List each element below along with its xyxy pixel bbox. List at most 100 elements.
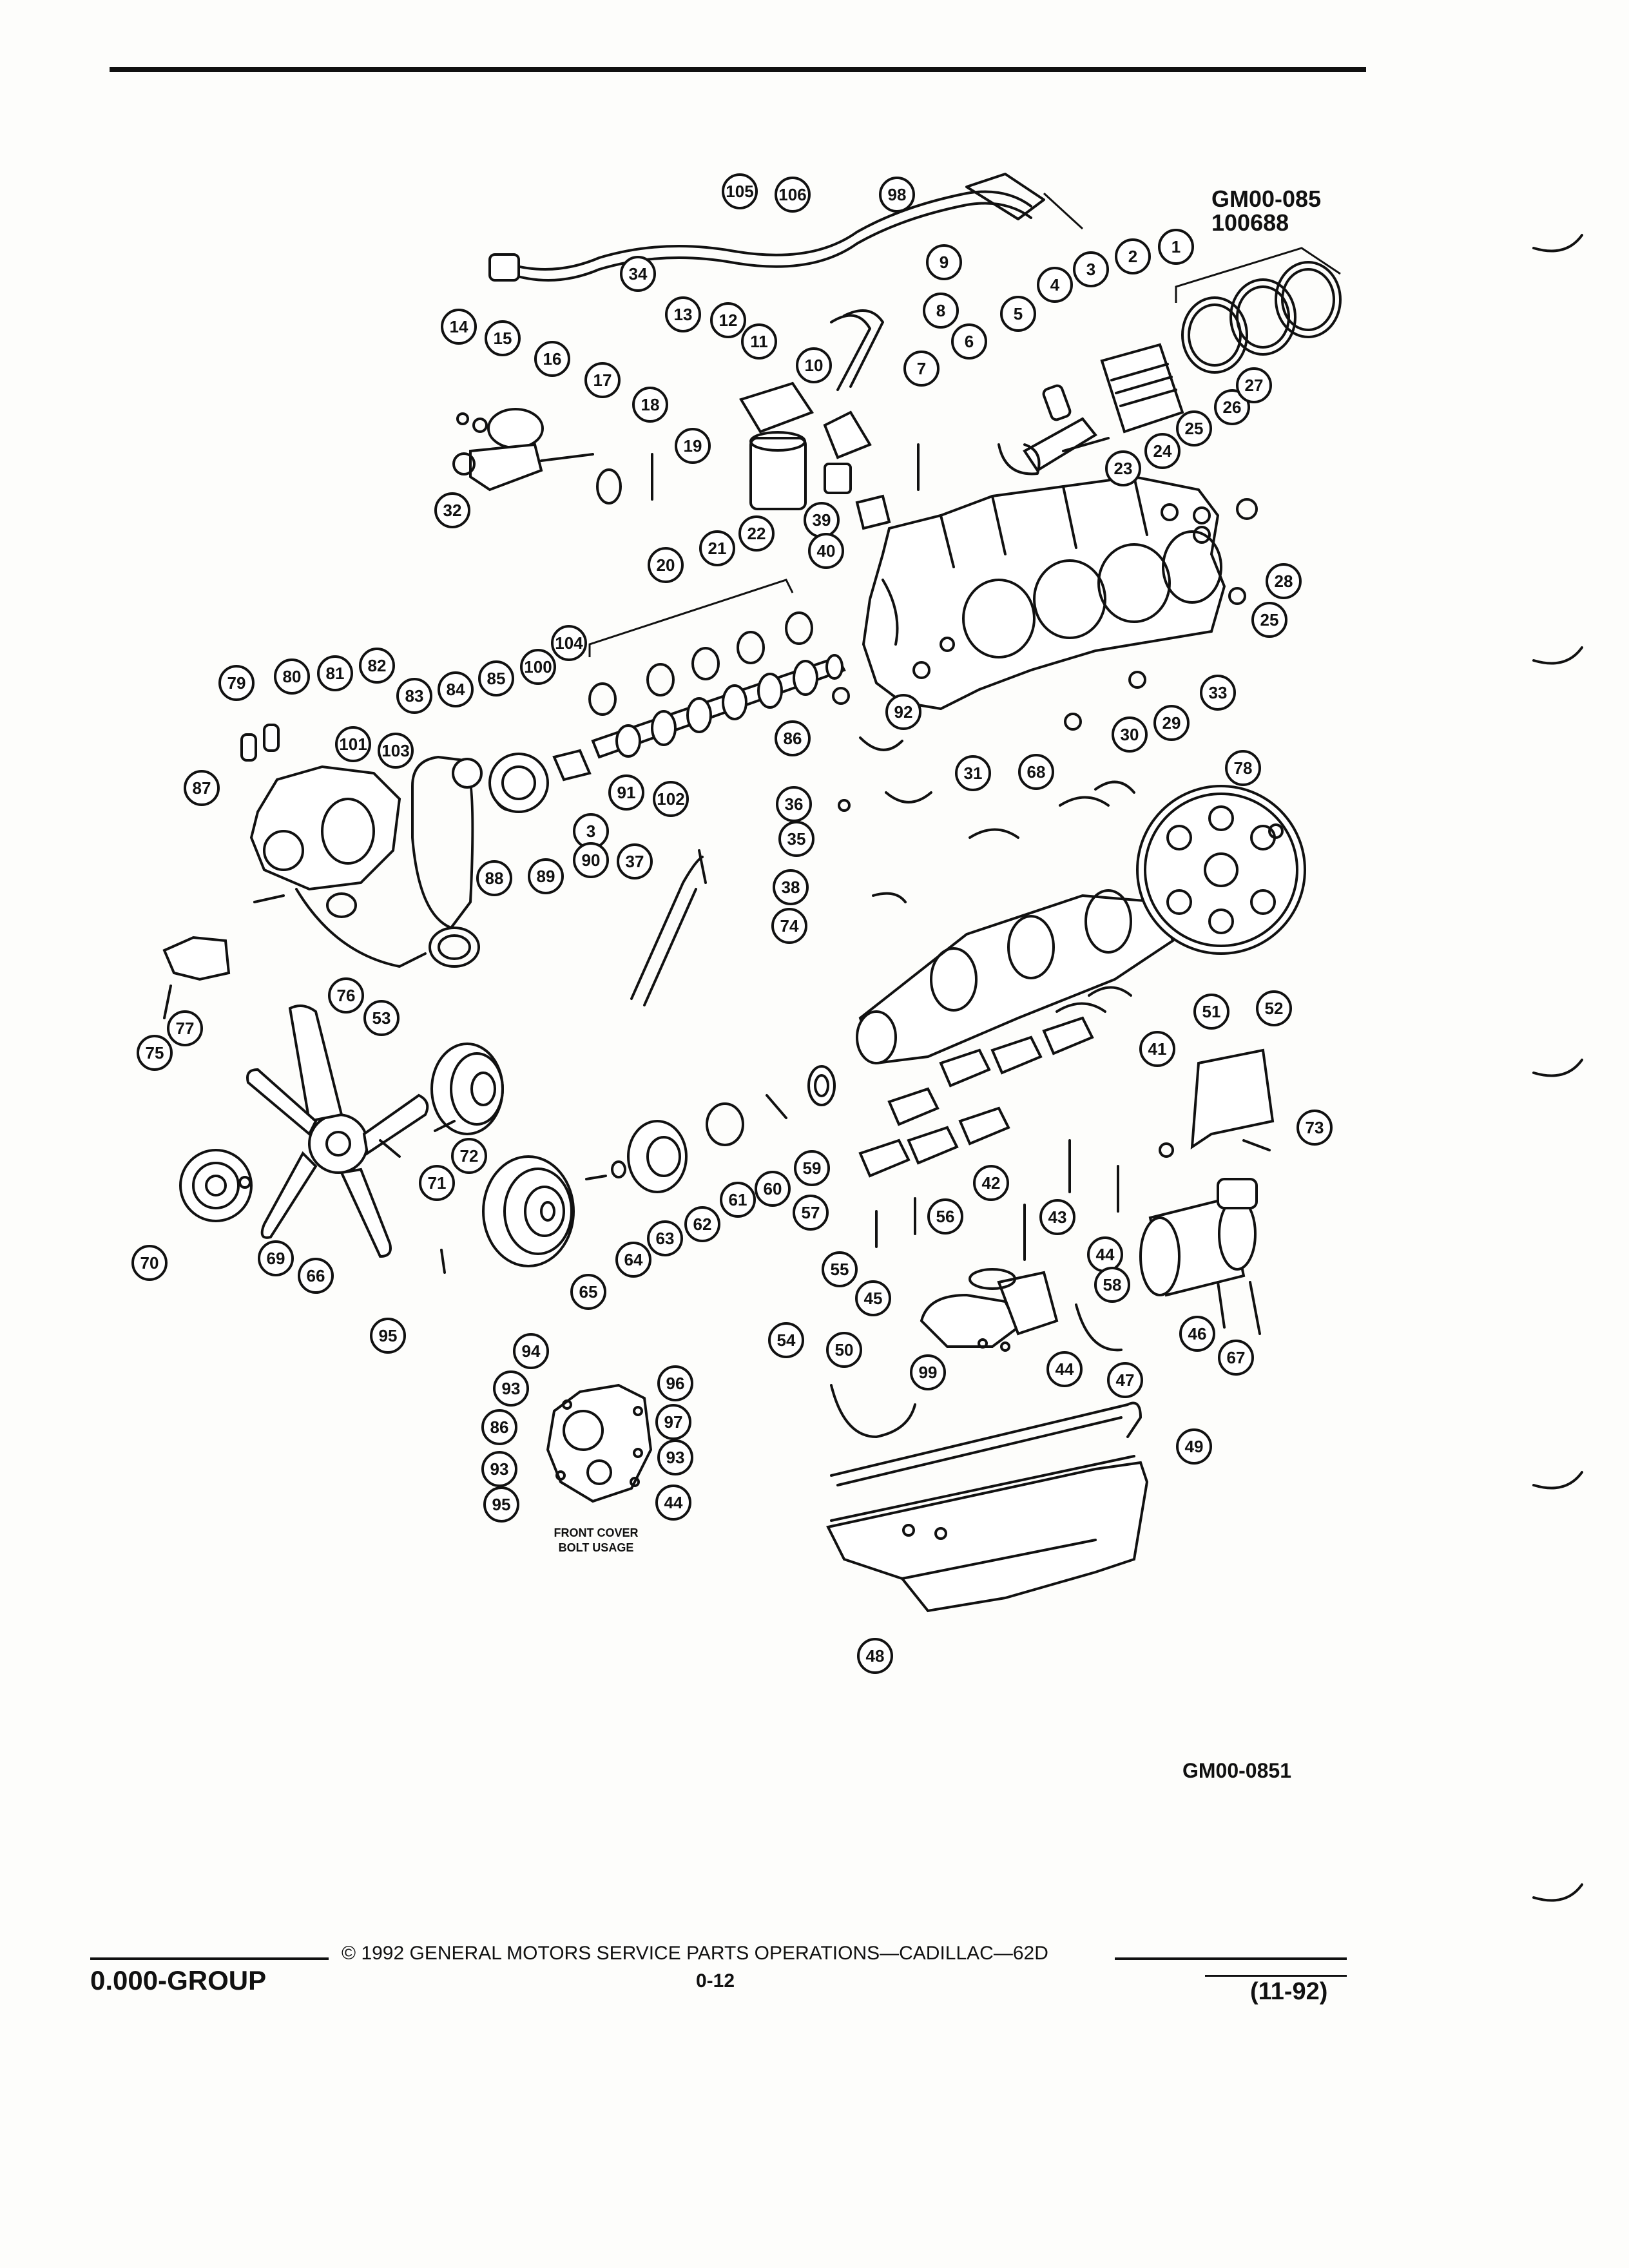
svg-text:80: 80 xyxy=(283,667,302,686)
svg-text:95: 95 xyxy=(492,1495,511,1514)
dipstick xyxy=(630,849,707,1006)
oil-pan xyxy=(826,1455,1149,1613)
svg-text:5: 5 xyxy=(1014,304,1023,323)
front-cover-bolt-usage: FRONT COVER BOLT USAGE xyxy=(546,1383,653,1554)
svg-text:92: 92 xyxy=(894,702,913,722)
callout-33: 33 xyxy=(1200,675,1236,711)
callout-3: 3 xyxy=(1073,251,1109,287)
callout-93: 93 xyxy=(657,1439,693,1475)
piston xyxy=(1100,343,1184,434)
callout-94: 94 xyxy=(513,1333,549,1369)
callout-100: 100 xyxy=(520,649,556,685)
svg-text:39: 39 xyxy=(813,510,831,530)
svg-text:52: 52 xyxy=(1265,999,1284,1018)
svg-text:72: 72 xyxy=(460,1146,479,1166)
callout-13: 13 xyxy=(665,296,701,332)
svg-text:91: 91 xyxy=(617,783,636,802)
svg-text:22: 22 xyxy=(747,524,766,543)
callout-12: 12 xyxy=(710,302,746,338)
front-cover-label-1: FRONT COVER xyxy=(554,1526,638,1539)
callout-25: 25 xyxy=(1176,410,1212,447)
connecting-rod xyxy=(998,384,1110,476)
svg-text:104: 104 xyxy=(555,633,583,653)
callout-82: 82 xyxy=(359,648,395,684)
svg-text:96: 96 xyxy=(666,1374,685,1393)
callout-53: 53 xyxy=(363,1000,400,1036)
engine-block xyxy=(862,475,1226,711)
callout-78: 78 xyxy=(1225,750,1261,786)
callout-91: 91 xyxy=(608,774,644,811)
svg-text:36: 36 xyxy=(785,794,804,814)
svg-text:12: 12 xyxy=(719,311,738,330)
callout-49: 49 xyxy=(1176,1428,1212,1465)
callout-70: 70 xyxy=(131,1245,168,1281)
svg-text:38: 38 xyxy=(782,878,800,897)
callout-79: 79 xyxy=(218,665,255,701)
callout-61: 61 xyxy=(720,1182,756,1218)
callout-46: 46 xyxy=(1179,1316,1215,1352)
callout-52: 52 xyxy=(1256,990,1292,1026)
piston-rings xyxy=(1175,247,1342,374)
bearing-shells xyxy=(859,736,1135,1013)
callout-38: 38 xyxy=(773,869,809,905)
callout-77: 77 xyxy=(167,1010,203,1046)
cam-bearings xyxy=(588,579,813,716)
callout-42: 42 xyxy=(973,1165,1009,1201)
svg-text:29: 29 xyxy=(1162,713,1181,733)
footer-group: 0.000-GROUP xyxy=(90,1965,267,1995)
callout-92: 92 xyxy=(885,694,921,730)
callout-43: 43 xyxy=(1039,1199,1075,1235)
callout-95: 95 xyxy=(370,1318,406,1354)
oil-pressure-sender xyxy=(824,443,920,530)
footer-revision: (11-92) xyxy=(1250,1978,1328,2005)
wiring-harness xyxy=(488,173,1084,282)
callout-83: 83 xyxy=(396,678,432,714)
svg-text:98: 98 xyxy=(888,185,907,204)
svg-text:57: 57 xyxy=(802,1203,820,1222)
callout-4: 4 xyxy=(1037,267,1073,303)
flexplate xyxy=(1136,785,1306,955)
callout-6: 6 xyxy=(951,323,987,360)
starter-motor xyxy=(1139,1178,1261,1335)
oil-pan-gasket xyxy=(830,1401,1142,1486)
svg-text:49: 49 xyxy=(1185,1437,1204,1456)
harmonic-balancer xyxy=(585,1094,787,1193)
svg-text:63: 63 xyxy=(656,1229,675,1248)
callout-8: 8 xyxy=(923,293,959,329)
callout-39: 39 xyxy=(804,502,840,538)
svg-text:25: 25 xyxy=(1185,419,1204,438)
svg-text:11: 11 xyxy=(750,332,768,351)
callout-50: 50 xyxy=(826,1332,862,1368)
svg-text:59: 59 xyxy=(803,1158,822,1178)
callout-58: 58 xyxy=(1094,1267,1130,1303)
svg-text:3: 3 xyxy=(586,822,595,841)
svg-text:61: 61 xyxy=(729,1190,747,1209)
svg-text:21: 21 xyxy=(708,539,727,558)
svg-text:88: 88 xyxy=(485,869,504,888)
bracket xyxy=(162,936,231,1019)
svg-text:8: 8 xyxy=(936,301,945,320)
callout-71: 71 xyxy=(419,1165,455,1201)
main-bearing-caps xyxy=(858,1016,1094,1178)
svg-text:64: 64 xyxy=(624,1250,643,1269)
callout-29: 29 xyxy=(1153,705,1190,741)
callout-51: 51 xyxy=(1193,994,1229,1030)
svg-text:69: 69 xyxy=(267,1249,285,1268)
svg-text:93: 93 xyxy=(502,1379,521,1398)
svg-text:86: 86 xyxy=(490,1418,509,1437)
svg-text:85: 85 xyxy=(487,669,506,688)
crankshaft xyxy=(856,889,1175,1065)
svg-text:6: 6 xyxy=(965,332,974,351)
svg-text:70: 70 xyxy=(140,1253,159,1273)
svg-text:51: 51 xyxy=(1202,1002,1221,1021)
svg-text:44: 44 xyxy=(1055,1360,1074,1379)
callout-34: 34 xyxy=(620,256,656,292)
callout-99: 99 xyxy=(910,1354,946,1390)
svg-text:65: 65 xyxy=(579,1282,598,1302)
svg-text:28: 28 xyxy=(1275,572,1293,591)
footer-page-number: 0-12 xyxy=(696,1970,735,1992)
callout-56: 56 xyxy=(927,1198,963,1235)
